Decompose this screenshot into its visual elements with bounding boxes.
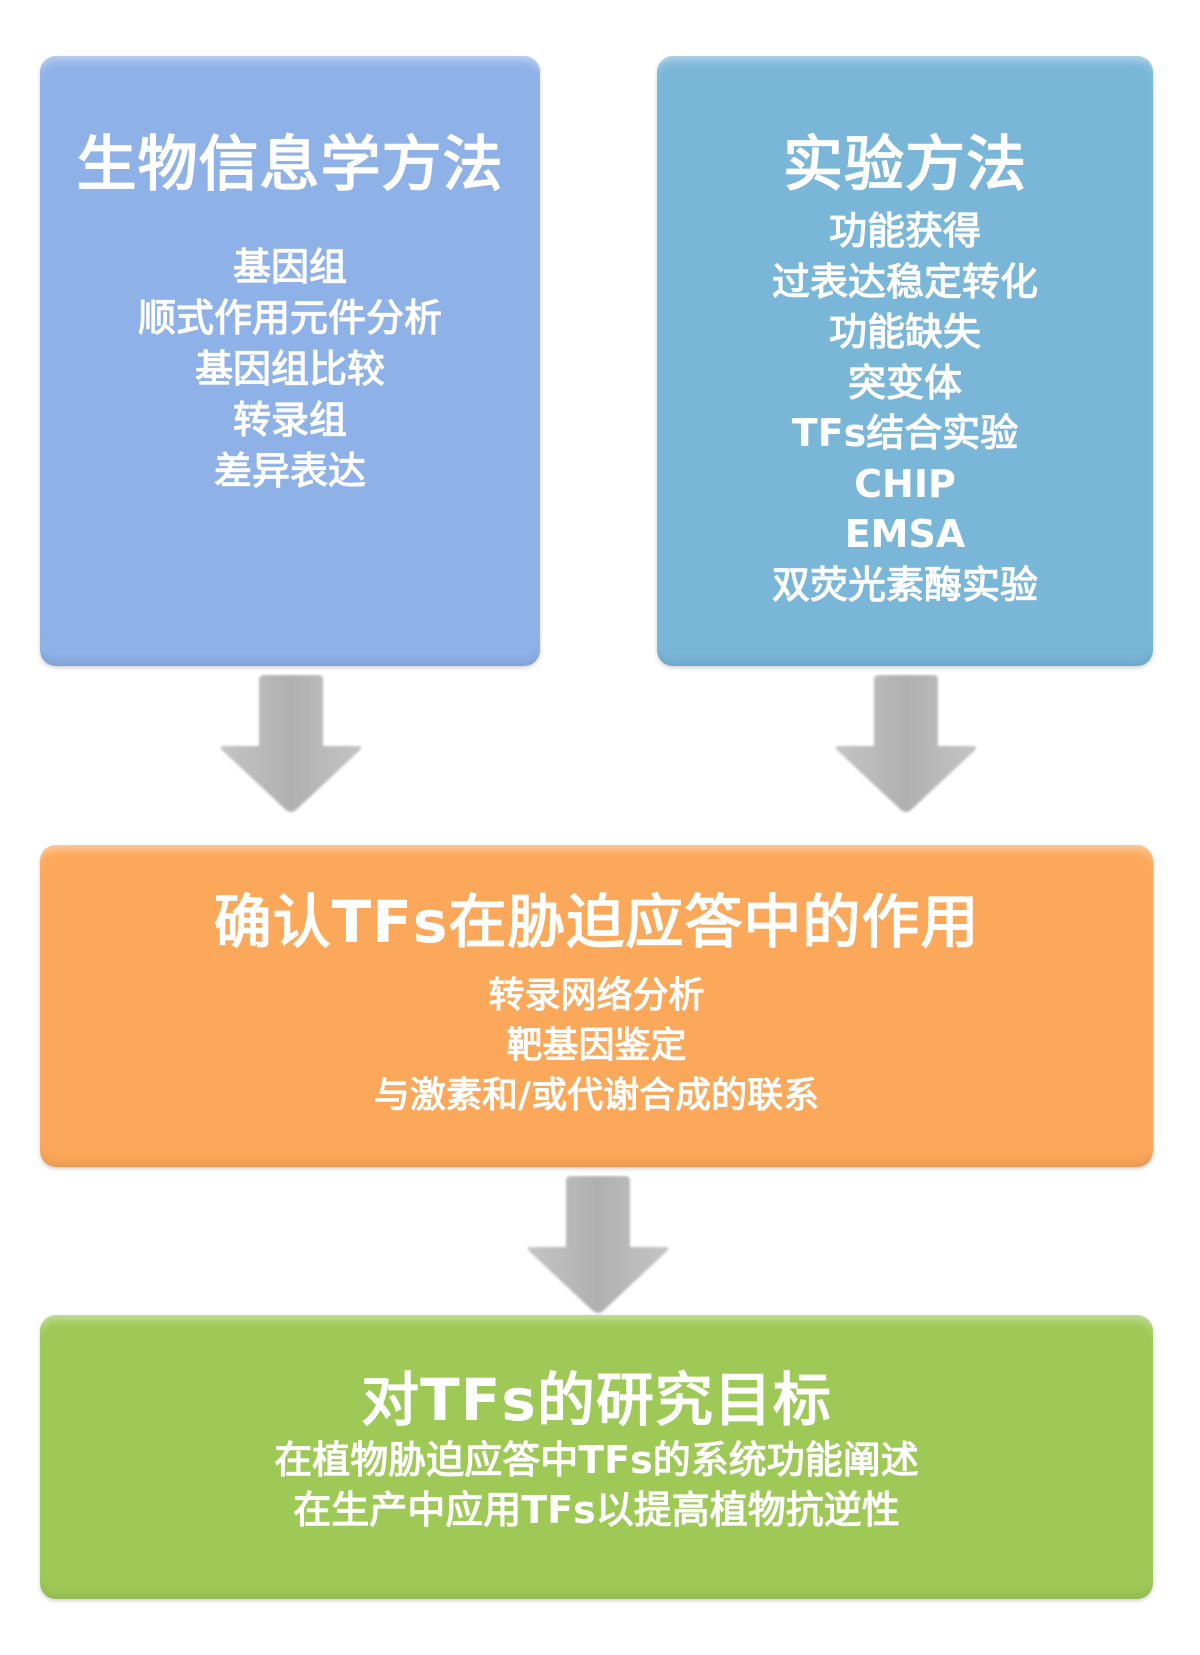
role-item: 转录网络分析 bbox=[488, 975, 705, 1016]
tf-stress-role-list: 转录网络分析 靶基因鉴定 与激素和/或代谢合成的联系 bbox=[40, 971, 1153, 1121]
bioinformatics-item: 基因组比较 bbox=[194, 347, 385, 391]
bioinformatics-item: 差异表达 bbox=[213, 449, 366, 493]
experimental-item: 功能获得 bbox=[828, 209, 981, 253]
down-arrow-icon bbox=[833, 674, 979, 814]
bioinformatics-item: 基因组 bbox=[232, 245, 347, 289]
tf-research-goal-title: 对TFs的研究目标 bbox=[361, 1366, 832, 1434]
bioinformatics-methods-list: 基因组 顺式作用元件分析 基因组比较 转录组 差异表达 bbox=[40, 242, 540, 497]
experimental-item: 双荧光素酶实验 bbox=[771, 562, 1038, 607]
tf-research-goal-box: 对TFs的研究目标 在植物胁迫应答中TFs的系统功能阐述 在生产中应用TFs以提… bbox=[40, 1315, 1153, 1599]
experimental-item: 功能缺失 bbox=[828, 310, 981, 354]
goal-item: 在生产中应用TFs以提高植物抗逆性 bbox=[293, 1488, 900, 1532]
tf-stress-role-title: 确认TFs在胁迫应答中的作用 bbox=[213, 888, 980, 956]
tf-research-goal-list: 在植物胁迫应答中TFs的系统功能阐述 在生产中应用TFs以提高植物抗逆性 bbox=[40, 1435, 1153, 1535]
tf-stress-role-box: 确认TFs在胁迫应答中的作用 转录网络分析 靶基因鉴定 与激素和/或代谢合成的联… bbox=[40, 845, 1153, 1167]
experimental-item: 突变体 bbox=[847, 360, 962, 405]
experimental-item: 过表达稳定转化 bbox=[771, 259, 1038, 304]
bioinformatics-item: 转录组 bbox=[232, 398, 347, 442]
bioinformatics-methods-title: 生物信息学方法 bbox=[76, 130, 504, 200]
experimental-methods-title: 实验方法 bbox=[783, 130, 1027, 200]
role-item: 与激素和/或代谢合成的联系 bbox=[373, 1075, 820, 1116]
experimental-methods-box: 实验方法 功能获得 过表达稳定转化 功能缺失 突变体 TFs结合实验 CHIP … bbox=[657, 56, 1153, 666]
experimental-methods-list: 功能获得 过表达稳定转化 功能缺失 突变体 TFs结合实验 CHIP EMSA … bbox=[657, 206, 1153, 610]
experimental-item: EMSA bbox=[844, 512, 966, 556]
down-arrow-icon bbox=[525, 1175, 671, 1315]
bioinformatics-item: 顺式作用元件分析 bbox=[137, 296, 442, 340]
experimental-item: CHIP bbox=[854, 461, 956, 506]
role-item: 靶基因鉴定 bbox=[506, 1025, 687, 1066]
bioinformatics-methods-box: 生物信息学方法 基因组 顺式作用元件分析 基因组比较 转录组 差异表达 bbox=[40, 56, 540, 666]
down-arrow-icon bbox=[218, 674, 364, 814]
goal-item: 在植物胁迫应答中TFs的系统功能阐述 bbox=[274, 1438, 919, 1482]
experimental-item: TFs结合实验 bbox=[791, 411, 1019, 455]
